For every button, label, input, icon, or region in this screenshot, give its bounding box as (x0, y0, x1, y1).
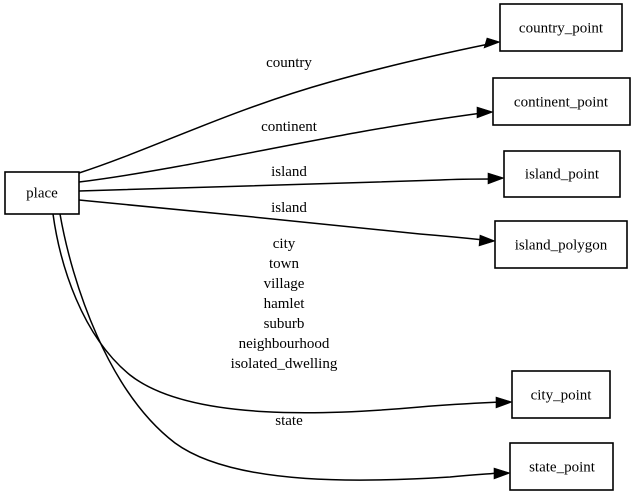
edge-arrowhead-state (493, 467, 511, 480)
node-place[interactable]: place (4, 171, 80, 215)
edge-label-island-point: island (271, 164, 307, 180)
edge-label-country: country (266, 55, 312, 71)
edge-place-to-continent-point[interactable] (78, 106, 494, 183)
node-island-point-box (503, 150, 621, 198)
node-country-point-box (499, 3, 623, 52)
node-continent-point-box (492, 77, 631, 126)
edges-layer (52, 37, 513, 481)
edge-label-city-line-isolated-dwelling: isolated_dwelling (231, 356, 338, 372)
edge-arrowhead-country (483, 37, 501, 49)
edge-path-island-polygon (78, 199, 485, 241)
edge-place-to-island-polygon[interactable] (78, 199, 496, 247)
node-island-polygon-box (494, 220, 628, 269)
node-country-point[interactable]: country_point (499, 3, 623, 52)
node-island-polygon[interactable]: island_polygon (494, 220, 628, 269)
edge-label-city-line-neighbourhood: neighbourhood (239, 336, 330, 352)
edge-label-city-line-village: village (264, 276, 305, 292)
node-city-point-box (511, 370, 611, 419)
edge-label-city-line-hamlet: hamlet (264, 296, 306, 312)
edge-place-to-city-point[interactable] (52, 213, 513, 414)
nodes-layer: place country_point continent_point isla… (4, 3, 631, 491)
edge-label-city-line-suburb: suburb (264, 316, 305, 332)
edge-place-to-country-point[interactable] (78, 37, 501, 174)
edge-path-island-point (78, 178, 494, 192)
edge-label-continent: continent (261, 119, 318, 135)
node-country-point-label: country_point (519, 20, 604, 36)
edge-place-to-island-point[interactable] (78, 172, 505, 192)
edge-label-city-group: city town village hamlet suburb neighbou… (231, 236, 338, 372)
node-continent-point-label: continent_point (514, 94, 609, 110)
edge-label-city-line-town: town (269, 256, 300, 272)
edge-label-island-polygon: island (271, 200, 307, 216)
node-continent-point[interactable]: continent_point (492, 77, 631, 126)
node-island-point[interactable]: island_point (503, 150, 621, 198)
edge-place-to-state-point[interactable] (59, 213, 511, 481)
edge-path-country (78, 43, 490, 174)
edge-path-continent (78, 112, 483, 183)
edge-arrowhead-continent (476, 106, 494, 119)
edge-arrowhead-city (495, 396, 513, 409)
edge-path-state (59, 213, 500, 481)
edge-path-city (52, 213, 502, 414)
node-state-point-box (509, 442, 614, 491)
edge-label-state: state (275, 413, 303, 429)
edge-label-city-line-city: city (273, 236, 296, 252)
node-island-polygon-label: island_polygon (515, 237, 608, 253)
edge-arrowhead-island-point (487, 172, 505, 185)
node-city-point-label: city_point (531, 387, 593, 403)
node-place-label: place (26, 185, 58, 201)
edge-arrowhead-island-polygon (478, 234, 496, 247)
node-state-point-label: state_point (529, 459, 596, 475)
edge-labels-layer: country continent island island city tow… (231, 55, 338, 429)
node-state-point[interactable]: state_point (509, 442, 614, 491)
node-place-box (4, 171, 80, 215)
node-island-point-label: island_point (525, 166, 600, 182)
node-city-point[interactable]: city_point (511, 370, 611, 419)
